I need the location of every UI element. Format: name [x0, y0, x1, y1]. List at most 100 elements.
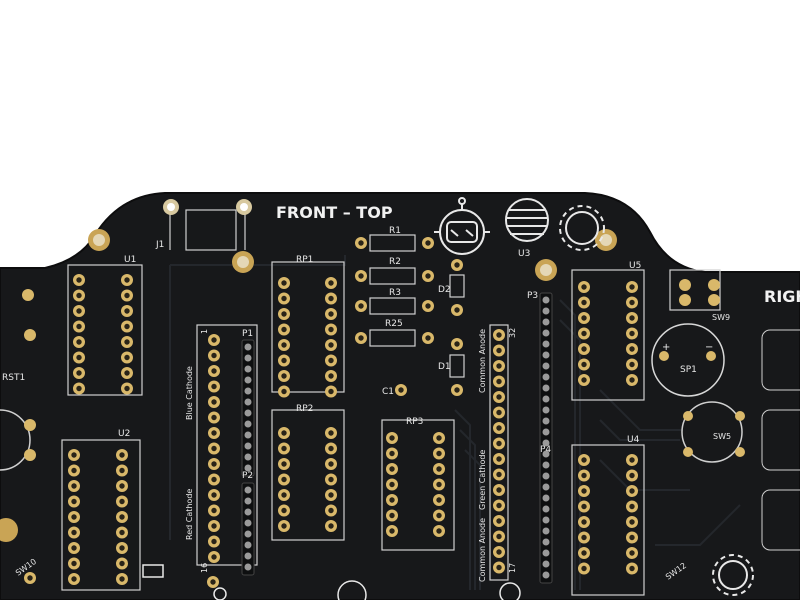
header-pin — [244, 519, 252, 527]
pad-hole — [581, 503, 587, 510]
pad-hole — [328, 388, 334, 395]
header-pin — [244, 497, 252, 505]
pad-hole — [436, 450, 442, 457]
header-pin — [542, 549, 550, 557]
label-sp1: SP1 — [680, 365, 697, 375]
pad-hole — [436, 435, 442, 441]
header-pin — [244, 508, 252, 516]
pad-hole — [581, 488, 587, 494]
pad-hole — [124, 339, 130, 345]
pad-hole — [71, 498, 77, 505]
pad-hole — [281, 280, 287, 286]
pad-hole — [581, 457, 587, 463]
pad-hole — [211, 554, 217, 560]
label-j1: J1 — [155, 240, 164, 250]
planet-sphere-icon — [505, 198, 549, 242]
pad-hole — [281, 326, 287, 333]
pad-hole — [581, 377, 587, 383]
pad-hole — [629, 361, 635, 368]
pad-hole — [629, 457, 635, 463]
pad-hole — [211, 414, 217, 421]
header-pin — [542, 329, 550, 337]
pad-hole — [581, 534, 587, 541]
pad-hole — [436, 528, 442, 534]
pad-hole — [425, 240, 431, 246]
pad-hole — [281, 492, 287, 498]
pad-hole — [119, 483, 125, 489]
pad-hole — [389, 528, 395, 534]
pad-hole — [281, 342, 287, 348]
pad-hole — [76, 370, 82, 376]
pad-hole — [119, 452, 125, 458]
copper-traces — [169, 255, 741, 590]
header-pin — [542, 516, 550, 524]
header-pin — [542, 505, 550, 513]
label-sp-minus: − — [705, 342, 713, 353]
pad-hole — [281, 311, 287, 317]
header-body — [241, 482, 255, 576]
header-pin — [244, 530, 252, 538]
pad-hole — [436, 481, 442, 488]
label-sp-plus: + — [662, 342, 670, 353]
pad-hole — [211, 523, 217, 529]
header-pin — [542, 373, 550, 381]
pad-hole — [629, 315, 635, 321]
pad-hole — [496, 502, 502, 509]
pad-hole — [454, 262, 460, 268]
pad-hole — [328, 295, 334, 302]
pad-hole — [629, 550, 635, 556]
small-gear-icon — [712, 554, 754, 596]
pad-hole — [389, 512, 395, 519]
pad-hole — [71, 467, 77, 474]
pad-hole — [76, 385, 82, 392]
pad-hole — [436, 497, 442, 503]
label-rp2: RP2 — [296, 404, 313, 414]
pad-hole — [389, 450, 395, 457]
pad-hole — [211, 492, 217, 498]
pad-hole — [281, 476, 287, 483]
pad-hole — [211, 461, 217, 467]
label-u1: U1 — [124, 255, 136, 265]
pad-hole — [581, 284, 587, 290]
label-rp1: RP1 — [296, 255, 313, 265]
header-pin — [542, 384, 550, 392]
label-r3: R3 — [389, 288, 401, 298]
pad-hole — [496, 425, 502, 431]
pad-hole — [211, 430, 217, 436]
label-p4: P4 — [540, 445, 551, 455]
pad-hole — [629, 330, 635, 337]
robot-bottom-icon — [142, 564, 521, 600]
pad-hole — [328, 523, 334, 529]
pad-hole — [496, 456, 502, 462]
header-pin — [244, 563, 252, 571]
label-d1: D1 — [438, 362, 451, 372]
mounting-holes — [0, 199, 617, 542]
pad-hole — [581, 519, 587, 525]
pad-hole — [124, 292, 130, 299]
pad-hole — [436, 466, 442, 472]
header-pin — [542, 307, 550, 315]
header-pin — [244, 464, 252, 472]
header-pin — [542, 439, 550, 447]
pad-hole — [398, 387, 404, 393]
pad-hole — [581, 550, 587, 556]
header-pin — [244, 409, 252, 417]
label-pin-17: 17 — [508, 563, 517, 573]
pad-hole — [496, 332, 502, 338]
pad-hole — [358, 273, 364, 279]
pad-hole — [496, 564, 502, 571]
header-pin — [542, 560, 550, 568]
pad-hole — [211, 337, 217, 343]
pad-hole — [211, 383, 217, 390]
header-pin — [542, 571, 550, 579]
pad-hole — [281, 295, 287, 302]
pad-hole — [76, 323, 82, 330]
pad-hole — [281, 430, 287, 436]
pad-hole — [27, 575, 33, 581]
label-d2: D2 — [438, 285, 451, 295]
pin-headers — [241, 292, 553, 584]
pad-hole — [629, 346, 635, 352]
label-pin-32: 32 — [508, 328, 517, 338]
pad-hole — [71, 483, 77, 489]
label-common-anode-bottom: Common Anode — [478, 518, 487, 582]
